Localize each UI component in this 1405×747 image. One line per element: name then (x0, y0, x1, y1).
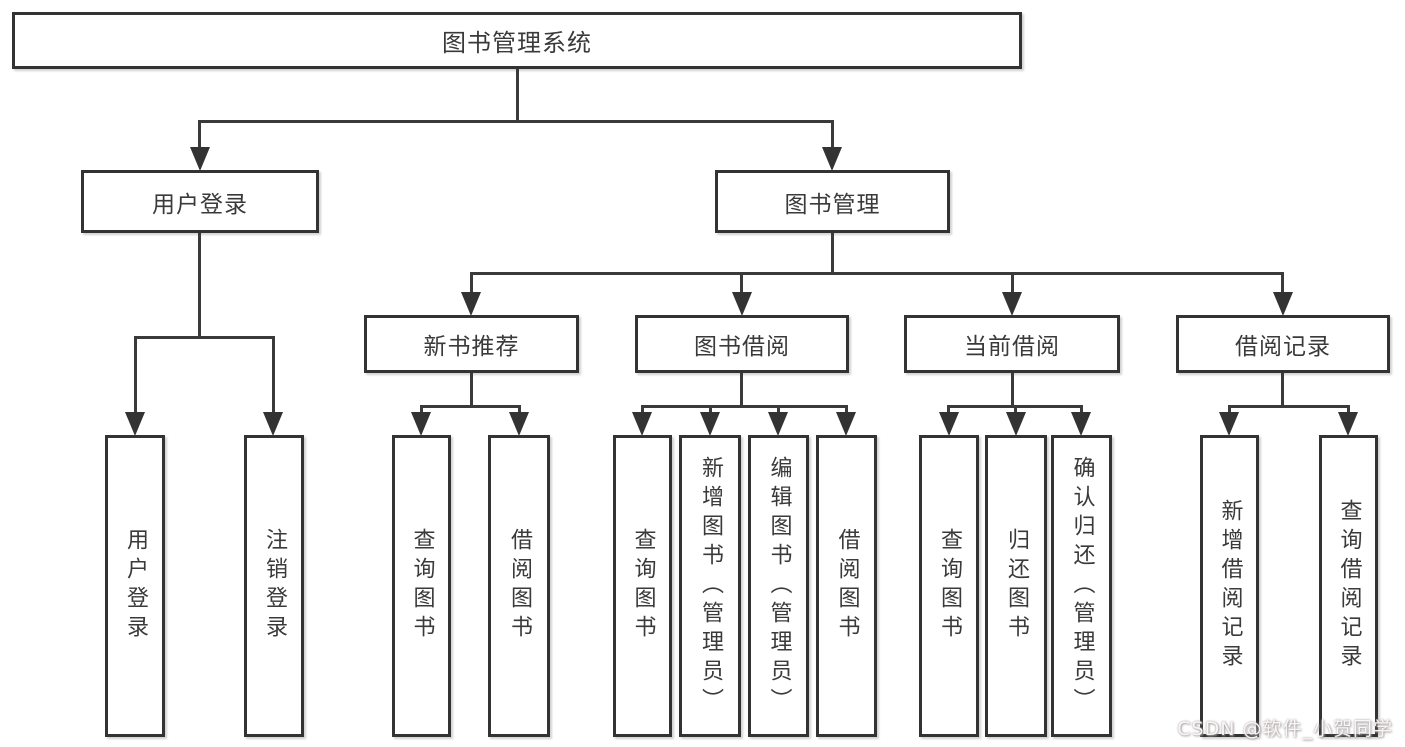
connector-stem-user-login (198, 120, 201, 150)
node-book-management-label: 图书管理 (784, 191, 881, 218)
leaf-add-book-admin-label: 新增图书（管理员） (698, 455, 723, 717)
leaf-borrow-books-1: 借阅图书 (488, 435, 550, 737)
leaf-edit-book-admin: 编辑图书（管理员） (748, 435, 809, 737)
leaf-borrow-books-2: 借阅图书 (816, 435, 877, 737)
arrow-to-add-borrow-record (1219, 412, 1239, 436)
arrow-to-book-borrow (732, 292, 752, 316)
node-borrow-records: 借阅记录 (1176, 315, 1390, 373)
connector-new-book-bar (420, 405, 521, 408)
connector-root-stem (516, 69, 519, 122)
node-user-login: 用户登录 (81, 170, 319, 233)
connector-stem-book-borrow (740, 272, 743, 294)
node-user-login-label: 用户登录 (152, 191, 248, 218)
connector-stem-query-books-3 (947, 405, 950, 415)
arrow-to-new-book (461, 292, 481, 316)
connector-new-book-stem (470, 373, 473, 407)
arrow-to-user-login (190, 147, 210, 171)
connector-current-borrow-stem (1011, 373, 1014, 407)
leaf-borrow-books-1-label: 借阅图书 (507, 528, 532, 644)
leaf-user-login-label: 用户登录 (123, 528, 148, 644)
connector-borrow-records-stem (1281, 373, 1284, 407)
leaf-user-login: 用户登录 (105, 435, 165, 737)
arrow-to-add-book (700, 412, 720, 436)
connector-stem-query-borrow-record (1347, 405, 1350, 415)
leaf-return-books: 归还图书 (985, 435, 1047, 737)
connector-stem-leaf-user-login (134, 336, 137, 415)
connector-stem-borrow-books-2 (845, 405, 848, 415)
connector-user-login-stem (198, 233, 201, 338)
node-book-management: 图书管理 (715, 170, 950, 233)
leaf-logout: 注销登录 (244, 435, 304, 737)
connector-stem-query-books-2 (641, 405, 644, 415)
connector-stem-current-borrow (1011, 272, 1014, 294)
leaf-query-books-1: 查询图书 (392, 435, 451, 737)
arrow-to-borrow-books-2 (836, 412, 856, 436)
node-new-book-recommend-label: 新书推荐 (423, 334, 520, 360)
arrow-to-confirm-return (1071, 412, 1091, 436)
csdn-watermark: CSDN @软件_小贺同学 (1177, 718, 1393, 740)
leaf-query-borrow-record-label: 查询借阅记录 (1336, 499, 1362, 673)
node-root: 图书管理系统 (12, 12, 1022, 69)
connector-borrow-records-bar (1228, 405, 1350, 408)
connector-book-management-bar (470, 272, 1284, 275)
node-root-label: 图书管理系统 (442, 29, 592, 57)
connector-root-bar (198, 120, 834, 123)
node-book-borrow-label: 图书借阅 (694, 334, 790, 360)
connector-book-borrow-stem (740, 373, 743, 407)
leaf-borrow-books-2-label: 借阅图书 (834, 528, 860, 644)
connector-stem-confirm-return (1080, 405, 1083, 415)
leaf-confirm-return-admin-label: 确认归还（管理员） (1069, 455, 1095, 717)
arrow-to-current-borrow (1002, 292, 1022, 316)
leaf-query-books-3: 查询图书 (919, 435, 979, 737)
leaf-add-book-admin: 新增图书（管理员） (679, 435, 741, 737)
node-book-borrow: 图书借阅 (635, 315, 849, 373)
arrow-to-borrow-books-1 (509, 412, 529, 436)
connector-stem-query-books-1 (420, 405, 423, 415)
node-current-borrow: 当前借阅 (904, 315, 1120, 373)
leaf-add-borrow-record-label: 新增借阅记录 (1217, 499, 1243, 673)
leaf-add-borrow-record: 新增借阅记录 (1200, 435, 1259, 737)
leaf-query-books-1-label: 查询图书 (409, 528, 435, 644)
leaf-return-books-label: 归还图书 (1004, 528, 1029, 644)
node-borrow-records-label: 借阅记录 (1235, 334, 1331, 360)
connector-stem-book-management (831, 120, 834, 150)
connector-stem-add-book (709, 405, 712, 415)
connector-stem-add-borrow-record (1228, 405, 1231, 415)
leaf-logout-label: 注销登录 (262, 528, 287, 644)
node-new-book-recommend: 新书推荐 (364, 315, 579, 373)
connector-stem-return-books (1014, 405, 1017, 415)
arrow-to-edit-book (768, 412, 788, 436)
connector-stem-borrow-records (1281, 272, 1284, 294)
leaf-query-books-2-label: 查询图书 (630, 528, 656, 644)
connector-stem-new-book (470, 272, 473, 294)
connector-stem-leaf-logout (272, 336, 275, 415)
connector-book-borrow-bar (641, 405, 847, 408)
arrow-to-leaf-user-login (125, 412, 145, 436)
arrow-to-query-books-1 (411, 412, 431, 436)
arrow-to-return-books (1006, 412, 1026, 436)
leaf-query-books-3-label: 查询图书 (937, 528, 962, 644)
connector-user-login-bar (134, 336, 275, 339)
leaf-edit-book-admin-label: 编辑图书（管理员） (766, 455, 792, 717)
arrow-to-leaf-logout (263, 412, 283, 436)
connector-stem-edit-book (777, 405, 780, 415)
leaf-query-borrow-record: 查询借阅记录 (1319, 435, 1378, 737)
node-current-borrow-label: 当前借阅 (964, 334, 1060, 360)
leaf-query-books-2: 查询图书 (613, 435, 672, 737)
arrow-to-query-books-3 (939, 412, 959, 436)
connector-stem-borrow-books-1 (518, 405, 521, 415)
arrow-to-query-books-2 (632, 412, 652, 436)
leaf-confirm-return-admin: 确认归还（管理员） (1051, 435, 1112, 737)
connector-book-management-stem (831, 233, 834, 274)
arrow-to-borrow-records (1273, 292, 1293, 316)
arrow-to-query-borrow-record (1338, 412, 1358, 436)
arrow-to-book-management (822, 147, 842, 171)
